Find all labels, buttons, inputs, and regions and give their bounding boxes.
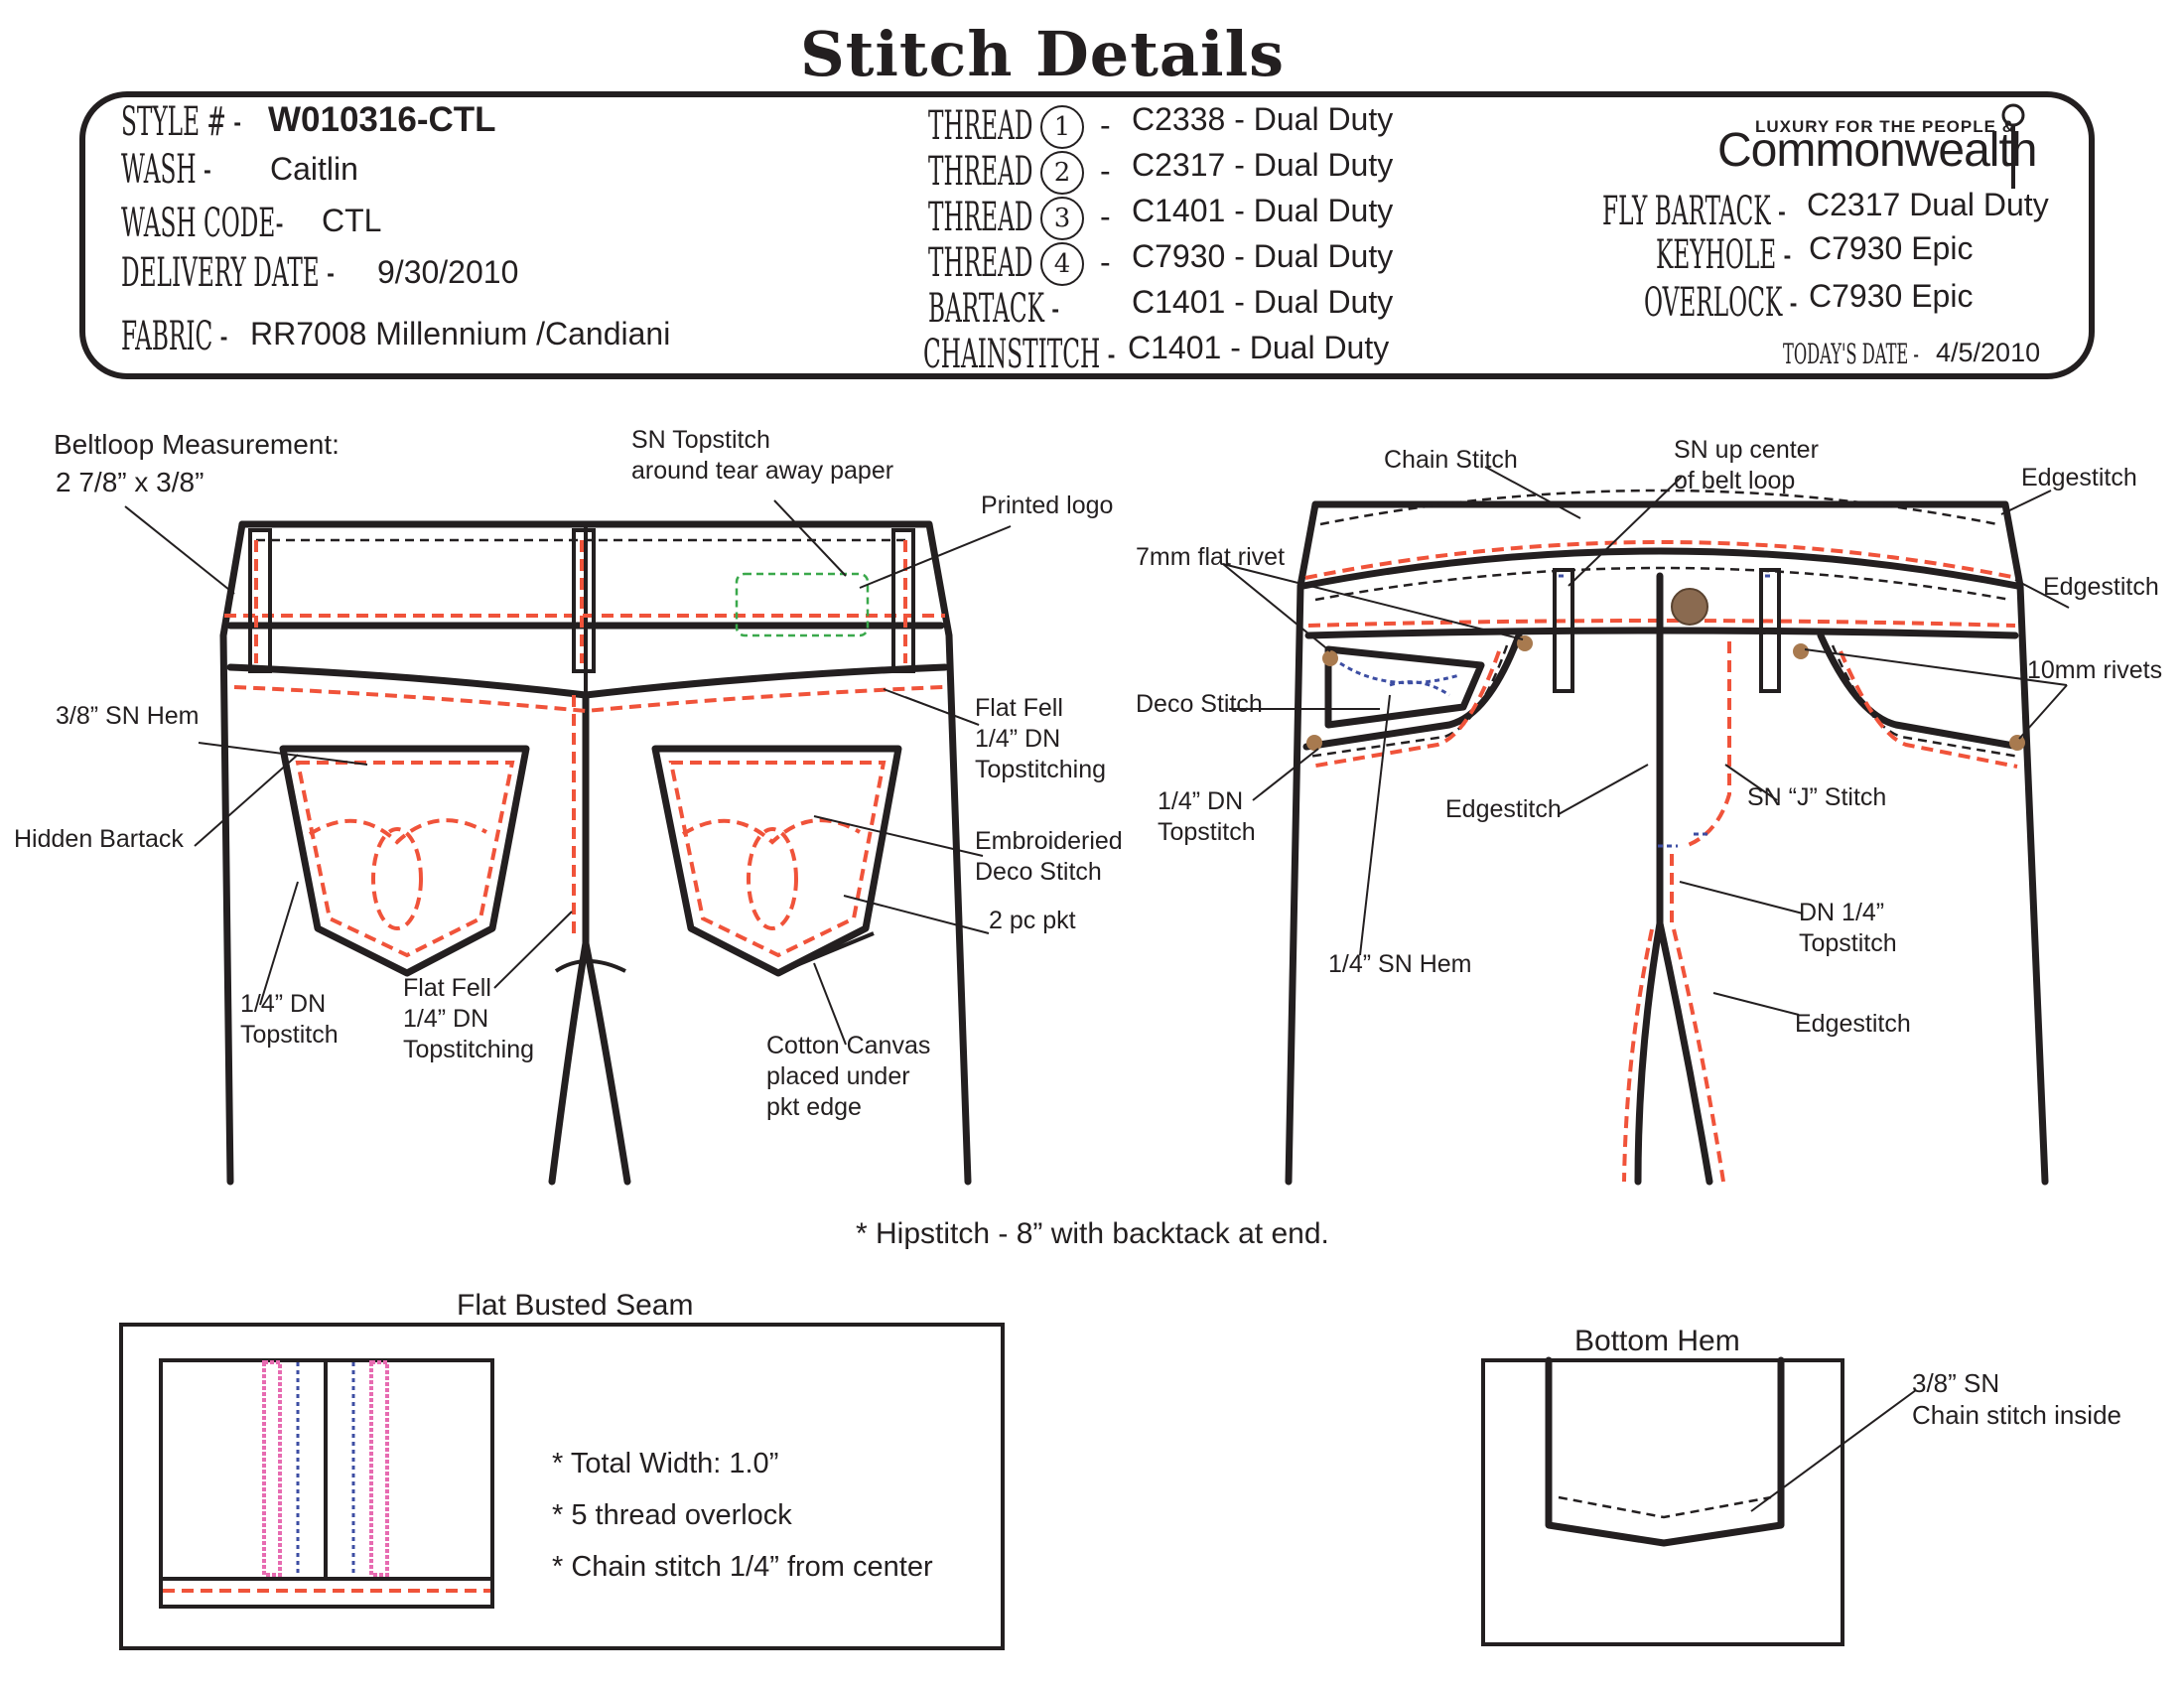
thread-1-number: 1 [1040, 105, 1084, 149]
embroidered-label-1: Embroideried [975, 827, 1123, 855]
dn-topstitch-2-line-2: Topstitch [1799, 929, 1897, 957]
cotton-canvas-3: pkt edge [766, 1093, 862, 1121]
flat-fell-right-1: Flat Fell [975, 694, 1063, 722]
thread-4-label: THREAD [928, 240, 1033, 286]
flat-seam-diagram [119, 1323, 1005, 1650]
todays-date-label: TODAY'S DATE - [1783, 338, 1919, 370]
chain-stitch-label: Chain Stitch [1384, 446, 1518, 474]
edgestitch-label-3: Edgestitch [1445, 795, 1562, 823]
flat-fell-right-2: 1/4” DN [975, 725, 1061, 753]
style-value: W010316-CTL [268, 100, 496, 139]
beltloop-title: Beltloop Measurement: [54, 429, 340, 460]
hipstitch-note: * Hipstitch - 8” with backtack at end. [856, 1217, 1329, 1250]
delivery-date-label: DELIVERY DATE - [121, 250, 335, 296]
thread-2-label: THREAD [928, 149, 1033, 195]
page-title: Stitch Details [799, 18, 1286, 90]
flat-seam-note-2: * 5 thread overlock [552, 1499, 792, 1531]
chainstitch-label: CHAINSTITCH - [923, 332, 1116, 377]
thread-1-value: C2338 - Dual Duty [1132, 101, 1394, 137]
thread-3-number: 3 [1040, 197, 1084, 240]
thread-4-dash: - [1100, 244, 1111, 280]
thread-1-label: THREAD [928, 103, 1033, 149]
flat-seam-note-3: * Chain stitch 1/4” from center [552, 1551, 933, 1583]
fly-bartack-value: C2317 Dual Duty [1807, 187, 2049, 222]
header-panel [79, 91, 2095, 379]
thread-3-value: C1401 - Dual Duty [1132, 193, 1394, 228]
sn-up-center-2: of belt loop [1674, 467, 1796, 494]
edgestitch-label-1: Edgestitch [2021, 464, 2137, 492]
overlock-label: OVERLOCK - [1644, 280, 1798, 326]
front-dn-topstitch-2: Topstitch [1158, 818, 1256, 846]
flat-fell-right-3: Topstitching [975, 756, 1107, 783]
wash-code-value: CTL [322, 203, 382, 238]
thread-3-label: THREAD [928, 195, 1033, 240]
front-view-jeans [1222, 466, 2070, 1186]
sn-up-center-1: SN up center [1674, 436, 1819, 464]
edgestitch-label-2: Edgestitch [2043, 573, 2159, 601]
bottom-hem-diagram [1481, 1356, 1917, 1646]
beltloop-size: 2 7/8” x 3/8” [56, 467, 205, 497]
logo-wordmark: Commonwealth [1717, 124, 2037, 177]
delivery-date-value: 9/30/2010 [377, 254, 519, 290]
cotton-canvas-1: Cotton Canvas [766, 1032, 931, 1059]
sn-hem-label: 3/8” SN Hem [56, 702, 200, 730]
cotton-canvas-2: placed under [766, 1062, 910, 1090]
bottom-hem-note-2: Chain stitch inside [1912, 1400, 2121, 1430]
sn-topstitch-label-1: SN Topstitch [631, 426, 770, 454]
flat-seam-title: Flat Busted Seam [457, 1289, 694, 1322]
wash-label: WASH - [121, 147, 211, 193]
sn-j-stitch-label: SN “J” Stitch [1747, 783, 1887, 811]
two-pc-pkt-label: 2 pc pkt [989, 907, 1076, 934]
front-dn-topstitch-1: 1/4” DN [1158, 787, 1244, 815]
deco-stitch-label: Deco Stitch [1136, 690, 1263, 718]
keyhole-value: C7930 Epic [1809, 230, 1974, 266]
wash-value: Caitlin [270, 151, 358, 187]
hidden-bartack-label: Hidden Bartack [14, 825, 184, 853]
flat-seam-note-1: * Total Width: 1.0” [552, 1448, 779, 1479]
front-sn-hem-label: 1/4” SN Hem [1328, 950, 1472, 978]
thread-4-number: 4 [1040, 242, 1084, 286]
chainstitch-value: C1401 - Dual Duty [1128, 330, 1390, 365]
style-label: STYLE # - [121, 99, 242, 145]
fabric-label: FABRIC - [121, 314, 228, 359]
bartack-value: C1401 - Dual Duty [1132, 284, 1394, 320]
thread-2-value: C2317 - Dual Duty [1132, 147, 1394, 183]
logo-tagline: LUXURY FOR THE PEOPLE & [1755, 117, 2015, 136]
back-view-jeans [124, 499, 1012, 1186]
printed-logo-label: Printed logo [981, 492, 1114, 519]
bottom-hem-title: Bottom Hem [1574, 1325, 1740, 1357]
flat-fell-center-1: Flat Fell [403, 974, 491, 1002]
keyhole-label: KEYHOLE - [1656, 232, 1792, 278]
fly-bartack-label: FLY BARTACK - [1602, 189, 1786, 234]
bottom-hem-note-1: 3/8” SN [1912, 1368, 2000, 1398]
overlock-value: C7930 Epic [1809, 278, 1974, 314]
bartack-label: BARTACK - [928, 286, 1060, 332]
rivets-10mm-label: 10mm rivets [2027, 656, 2163, 684]
thread-3-dash: - [1100, 199, 1111, 234]
thread-1-dash: - [1100, 107, 1111, 143]
flat-fell-center-3: Topstitching [403, 1036, 535, 1063]
thread-2-dash: - [1100, 153, 1111, 189]
flat-fell-center-2: 1/4” DN [403, 1005, 489, 1033]
fabric-value: RR7008 Millennium /Candiani [250, 316, 671, 352]
back-dn-topstitch-2: Topstitch [240, 1021, 339, 1049]
sn-topstitch-label-2: around tear away paper [631, 457, 894, 485]
thread-4-value: C7930 - Dual Duty [1132, 238, 1394, 274]
wash-code-label: WASH CODE- [121, 201, 284, 246]
edgestitch-label-4: Edgestitch [1795, 1010, 1911, 1038]
dn-topstitch-2-line-1: DN 1/4” [1799, 899, 1885, 926]
back-dn-topstitch-1: 1/4” DN [240, 990, 327, 1018]
embroidered-label-2: Deco Stitch [975, 858, 1102, 886]
flat-rivet-label: 7mm flat rivet [1136, 543, 1286, 571]
thread-2-number: 2 [1040, 151, 1084, 195]
todays-date-value: 4/5/2010 [1936, 338, 2041, 367]
